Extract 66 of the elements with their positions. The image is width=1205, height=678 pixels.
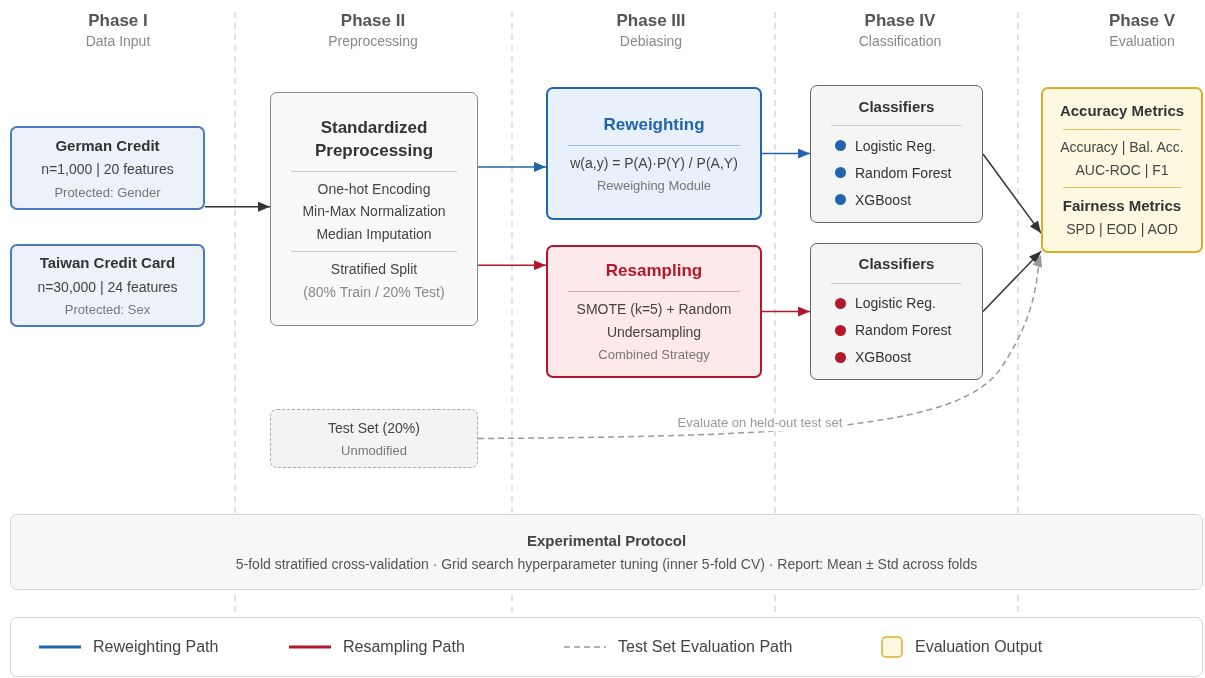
box-text: 5-fold stratified cross-validation · Grid search hyperparameter tuning (inner 5-fold CV) · Report: Mean ± Std across folds (235, 554, 978, 574)
box-title: Experimental Protocol (526, 530, 687, 551)
list-item-text: Logistic Reg. (855, 295, 936, 312)
arrow (982, 250, 1042, 313)
note-text: Reweighing Module (596, 176, 712, 195)
list-item-text: XGBoost (855, 191, 912, 208)
arrow (477, 161, 547, 172)
legend-text: Evaluation Output (915, 638, 1043, 656)
box-text: Test Set (20%) (328, 418, 420, 438)
arrow (204, 201, 271, 212)
box-text: Min-Max Normalization (302, 202, 446, 222)
note-text: (80% Train / 20% Test) (303, 282, 445, 302)
phase-title: Phase V (1107, 10, 1177, 32)
list-item-text: Random Forest (855, 322, 952, 339)
box-text: n=30,000 | 24 features (37, 277, 178, 297)
classifier-box (810, 243, 983, 380)
note-text: Unmodified (341, 441, 407, 460)
dataset-box (10, 126, 205, 210)
box-title: Resampling (605, 260, 703, 283)
list-item-text: XGBoost (855, 349, 912, 366)
box-text: Accuracy | Bal. Acc. AUC-ROC | F1 (1059, 138, 1185, 180)
phase-title: Phase II (339, 10, 407, 32)
box-title: German Credit (55, 135, 160, 156)
phase-title: Phase IV (863, 10, 937, 32)
legend-text: Reweighting Path (93, 638, 219, 656)
box-title: Classifiers (858, 254, 935, 275)
box-title: Accuracy Metrics (1059, 101, 1185, 122)
box-title: Taiwan Credit Card (39, 253, 176, 274)
arrow (982, 153, 1042, 234)
phase-subtitle: Preprocessing (327, 32, 419, 51)
box-text: Median Imputation (316, 224, 432, 244)
classifier-box (810, 85, 983, 223)
box-title: Standardized Preprocessing (313, 117, 435, 162)
arrow (761, 306, 811, 317)
phase-title: Phase III (615, 10, 687, 32)
resampling-box (546, 245, 762, 378)
box-text: w(a,y) = P(A)·P(Y) / P(A,Y) (570, 153, 738, 173)
phase-subtitle: Classification (857, 32, 943, 51)
dashed-arrow (477, 254, 1043, 440)
box-text: Stratified Split (330, 260, 418, 280)
phase-title: Phase I (87, 10, 149, 32)
box-title: Classifiers (858, 96, 935, 117)
note-text: Protected: Sex (64, 301, 151, 320)
box-title: Reweighting (603, 113, 705, 136)
list-item-text: Logistic Reg. (855, 137, 936, 154)
list-item-text: Random Forest (855, 164, 952, 181)
reweighting-box (546, 87, 762, 220)
test-set-box (270, 409, 478, 468)
box-text: SMOTE (k=5) + Random Undersampling (575, 300, 733, 342)
protocol-panel (10, 514, 1203, 590)
arrow (477, 260, 547, 271)
phase-subtitle: Data Input (84, 32, 152, 51)
process-box (270, 92, 478, 326)
box-text: SPD | EOD | AOD (1066, 220, 1178, 240)
box-text: One-hot Encoding (317, 179, 431, 199)
arrow (761, 148, 811, 159)
box-text: n=1,000 | 20 features (41, 160, 174, 180)
legend-text: Resampling Path (343, 638, 465, 656)
phase-subtitle: Debiasing (618, 32, 684, 51)
evaluation-box (1041, 87, 1203, 253)
phase-subtitle: Evaluation (1108, 32, 1176, 51)
note-text: Protected: Gender (54, 183, 161, 202)
dataset-box (10, 244, 205, 327)
note-text: Combined Strategy (598, 346, 710, 365)
legend-text: Test Set Evaluation Path (618, 638, 793, 656)
box-title: Fairness Metrics (1062, 196, 1182, 217)
